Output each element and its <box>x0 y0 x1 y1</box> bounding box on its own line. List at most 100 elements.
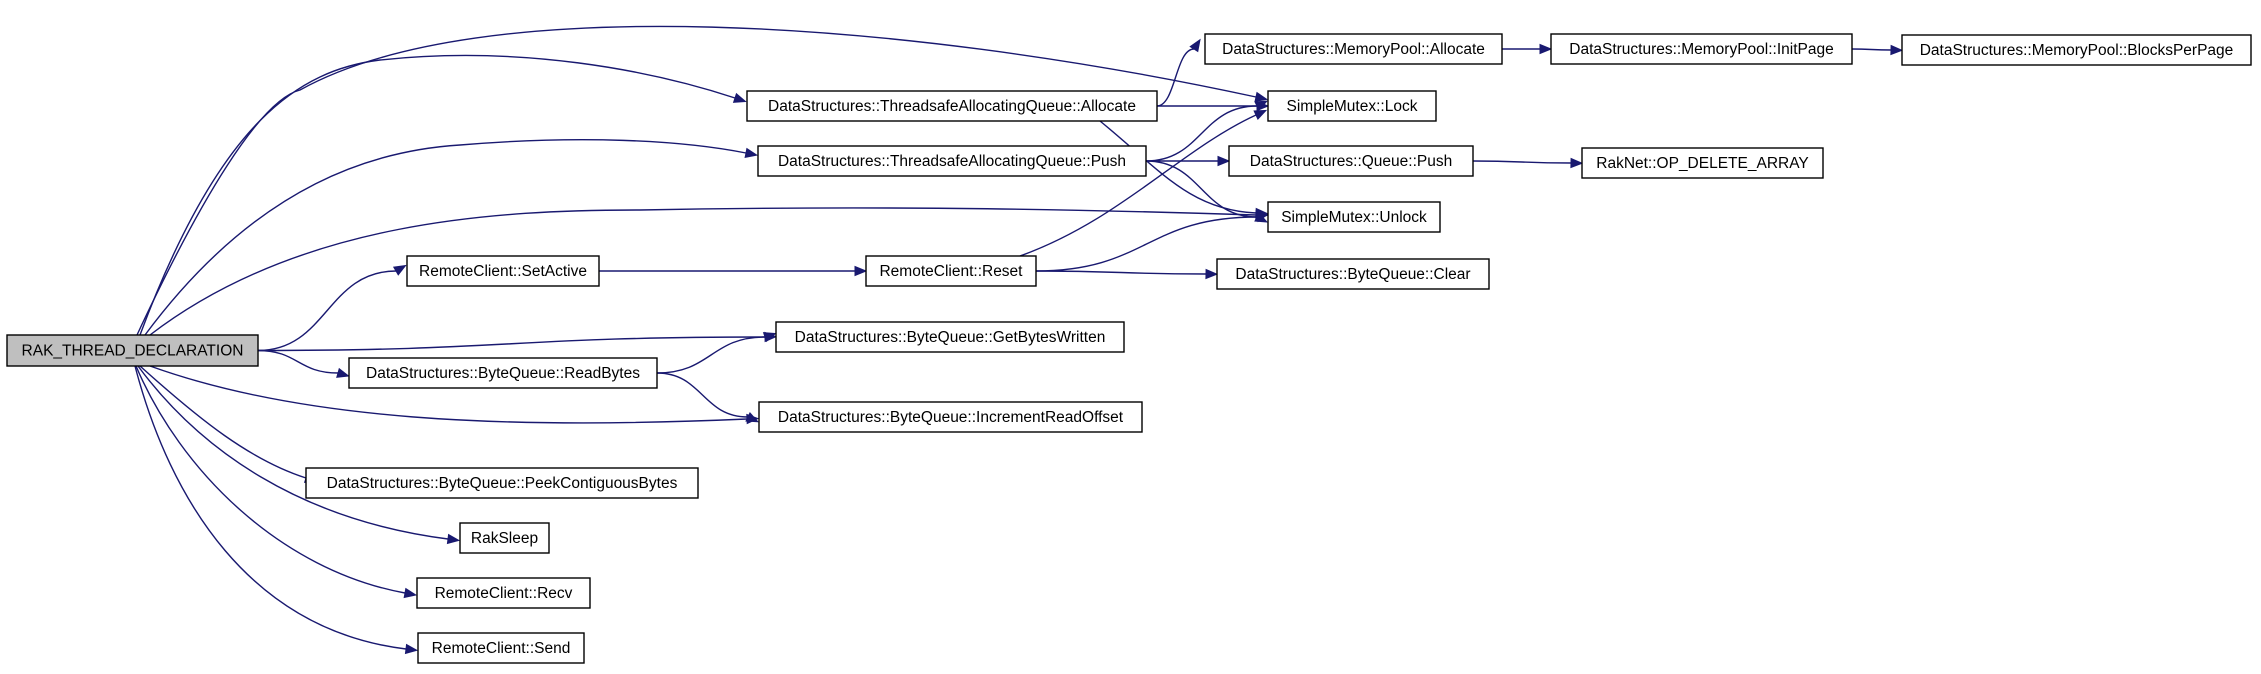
node-box <box>746 90 1158 122</box>
edge-reset-to-lock <box>1019 109 1268 257</box>
node-root[interactable]: RAK_THREAD_DECLARATION <box>6 334 259 367</box>
edge-line <box>137 365 449 540</box>
arrowhead-icon <box>1205 268 1219 280</box>
node-label: DataStructures::MemoryPool::InitPage <box>1569 41 1833 58</box>
node-box <box>6 334 259 367</box>
node-label: RemoteClient::Reset <box>879 263 1023 280</box>
node-box <box>758 401 1143 433</box>
node-box <box>1228 145 1474 177</box>
node-send[interactable]: RemoteClient::Send <box>417 632 585 664</box>
node-readbytes[interactable]: DataStructures::ByteQueue::ReadBytes <box>348 357 658 389</box>
node-tsaq-push[interactable]: DataStructures::ThreadsafeAllocatingQueu… <box>757 145 1147 177</box>
node-label: DataStructures::ThreadsafeAllocatingQueu… <box>768 98 1136 115</box>
edge-line <box>139 365 307 479</box>
node-label: DataStructures::MemoryPool::BlocksPerPag… <box>1920 42 2234 59</box>
edge-root-to-recv <box>135 365 418 599</box>
edge-line <box>1099 120 1257 214</box>
edge-line <box>1851 48 1892 51</box>
node-peek[interactable]: DataStructures::ByteQueue::PeekContiguou… <box>305 467 699 499</box>
node-mp-alloc[interactable]: DataStructures::MemoryPool::Allocate <box>1204 33 1503 65</box>
node-reset[interactable]: RemoteClient::Reset <box>865 255 1037 287</box>
arrowhead-icon <box>336 367 350 378</box>
arrowhead-icon <box>1253 109 1268 120</box>
node-label: DataStructures::MemoryPool::Allocate <box>1222 41 1485 58</box>
edge-line <box>134 365 407 650</box>
edge-line <box>1145 105 1258 162</box>
node-opdel[interactable]: RakNet::OP_DELETE_ARRAY <box>1581 147 1824 179</box>
edge-root-to-getbytes <box>257 331 778 352</box>
node-label: RakSleep <box>471 530 538 547</box>
node-box <box>1267 201 1441 233</box>
arrowhead-icon <box>1570 157 1584 169</box>
edge-line <box>149 207 1257 336</box>
edge-line <box>257 336 766 352</box>
node-label: SimpleMutex::Lock <box>1287 98 1418 115</box>
node-box <box>1901 34 2252 66</box>
arrowhead-icon <box>1255 212 1269 223</box>
edge-root-to-tsaq_push <box>144 139 759 336</box>
node-label: RAK_THREAD_DECLARATION <box>22 343 244 360</box>
node-initpage[interactable]: DataStructures::MemoryPool::InitPage <box>1550 33 1853 65</box>
node-box <box>775 321 1125 353</box>
node-label: RemoteClient::Send <box>432 640 571 657</box>
edge-line <box>257 270 397 352</box>
node-raksleep[interactable]: RakSleep <box>459 522 550 554</box>
edge-reset-to-unlock <box>1035 212 1269 272</box>
node-box <box>417 632 585 664</box>
node-box <box>1267 90 1437 122</box>
node-tsaq-alloc[interactable]: DataStructures::ThreadsafeAllocatingQueu… <box>746 90 1158 122</box>
arrowhead-icon <box>446 533 461 545</box>
node-box <box>1581 147 1824 179</box>
node-label: DataStructures::ByteQueue::ReadBytes <box>366 365 640 382</box>
node-bpp[interactable]: DataStructures::MemoryPool::BlocksPerPag… <box>1901 34 2252 66</box>
node-box <box>305 467 699 499</box>
edge-initpage-to-bpp <box>1851 44 1904 56</box>
edge-line <box>656 372 749 418</box>
node-setactive[interactable]: RemoteClient::SetActive <box>406 255 600 287</box>
edge-line <box>656 336 766 374</box>
node-q-push[interactable]: DataStructures::Queue::Push <box>1228 145 1474 177</box>
arrowhead-icon <box>744 147 759 159</box>
arrowhead-icon <box>1254 100 1269 111</box>
node-bq-clear[interactable]: DataStructures::ByteQueue::Clear <box>1216 258 1490 290</box>
node-label: RemoteClient::SetActive <box>419 263 587 280</box>
edge-root-to-send <box>134 365 419 655</box>
edge-line <box>257 349 339 374</box>
arrowhead-icon <box>1254 91 1269 103</box>
node-label: DataStructures::ByteQueue::IncrementRead… <box>778 409 1124 426</box>
edge-tsaq_push-to-lock <box>1145 100 1269 162</box>
node-label: DataStructures::ThreadsafeAllocatingQueu… <box>778 153 1126 170</box>
nodes-layer: RAK_THREAD_DECLARATION DataStructures::Th… <box>6 33 2252 664</box>
node-label: DataStructures::ByteQueue::GetBytesWritt… <box>795 329 1106 346</box>
edge-readbytes-to-getbytes <box>656 332 777 374</box>
node-box <box>459 522 550 554</box>
node-recv[interactable]: RemoteClient::Recv <box>416 577 591 609</box>
arrowhead-icon <box>1539 43 1553 55</box>
node-label: DataStructures::ByteQueue::PeekContiguou… <box>327 475 678 492</box>
node-lock[interactable]: SimpleMutex::Lock <box>1267 90 1437 122</box>
edge-root-to-tsaq_alloc <box>139 54 747 336</box>
node-incread[interactable]: DataStructures::ByteQueue::IncrementRead… <box>758 401 1143 433</box>
node-box <box>1550 33 1853 65</box>
arrowhead-icon <box>1189 38 1201 53</box>
edge-root-to-readbytes <box>257 349 350 378</box>
edge-line <box>1035 216 1258 272</box>
edge-line <box>136 25 1257 336</box>
edge-root-to-lock <box>136 25 1269 336</box>
edge-line <box>1156 48 1195 107</box>
node-label: SimpleMutex::Unlock <box>1281 209 1427 226</box>
node-box <box>406 255 600 287</box>
edge-line <box>139 54 736 336</box>
arrowhead-icon <box>762 332 777 343</box>
arrowhead-icon <box>403 587 418 599</box>
node-label: DataStructures::Queue::Push <box>1250 153 1452 170</box>
edge-line <box>1035 270 1207 275</box>
node-unlock[interactable]: SimpleMutex::Unlock <box>1267 201 1441 233</box>
node-box <box>1204 33 1503 65</box>
edges-layer <box>134 25 1904 655</box>
node-box <box>416 577 591 609</box>
node-box <box>1216 258 1490 290</box>
arrowhead-icon <box>854 265 868 277</box>
node-getbytes[interactable]: DataStructures::ByteQueue::GetBytesWritt… <box>775 321 1125 353</box>
